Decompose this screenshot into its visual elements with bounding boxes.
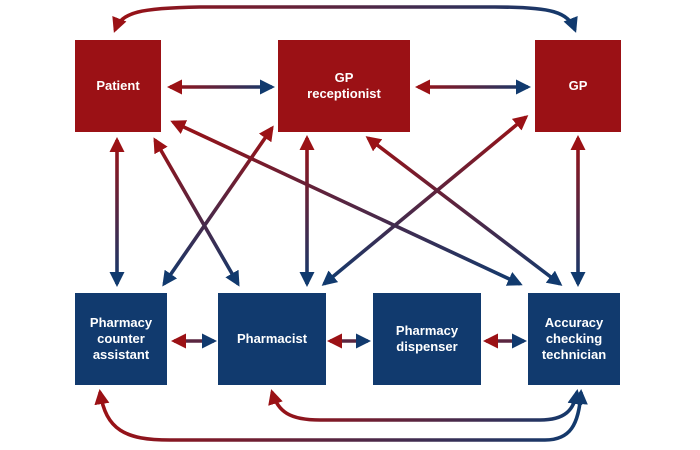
node-pharmacy-counter-assistant: Pharmacy counter assistant [75, 293, 167, 385]
arrow-patient-gp [112, 5, 578, 33]
arrow-patient-pharmacist [153, 137, 240, 287]
node-patient: Patient [75, 40, 161, 132]
node-gp-receptionist: GP receptionist [278, 40, 410, 132]
arrow-counter-assistant-act [94, 388, 588, 442]
node-accuracy-checking-technician: Accuracy checking technician [528, 293, 620, 385]
node-pharmacist: Pharmacist [218, 293, 326, 385]
arrow-gp-receptionist-counter-assistant [162, 125, 274, 287]
arrow-gp-receptionist-act [365, 136, 563, 286]
arrow-pharmacist-act [268, 389, 583, 422]
arrow-gp-pharmacist [321, 115, 529, 286]
node-pharmacy-dispenser: Pharmacy dispenser [373, 293, 481, 385]
node-gp: GP [535, 40, 621, 132]
